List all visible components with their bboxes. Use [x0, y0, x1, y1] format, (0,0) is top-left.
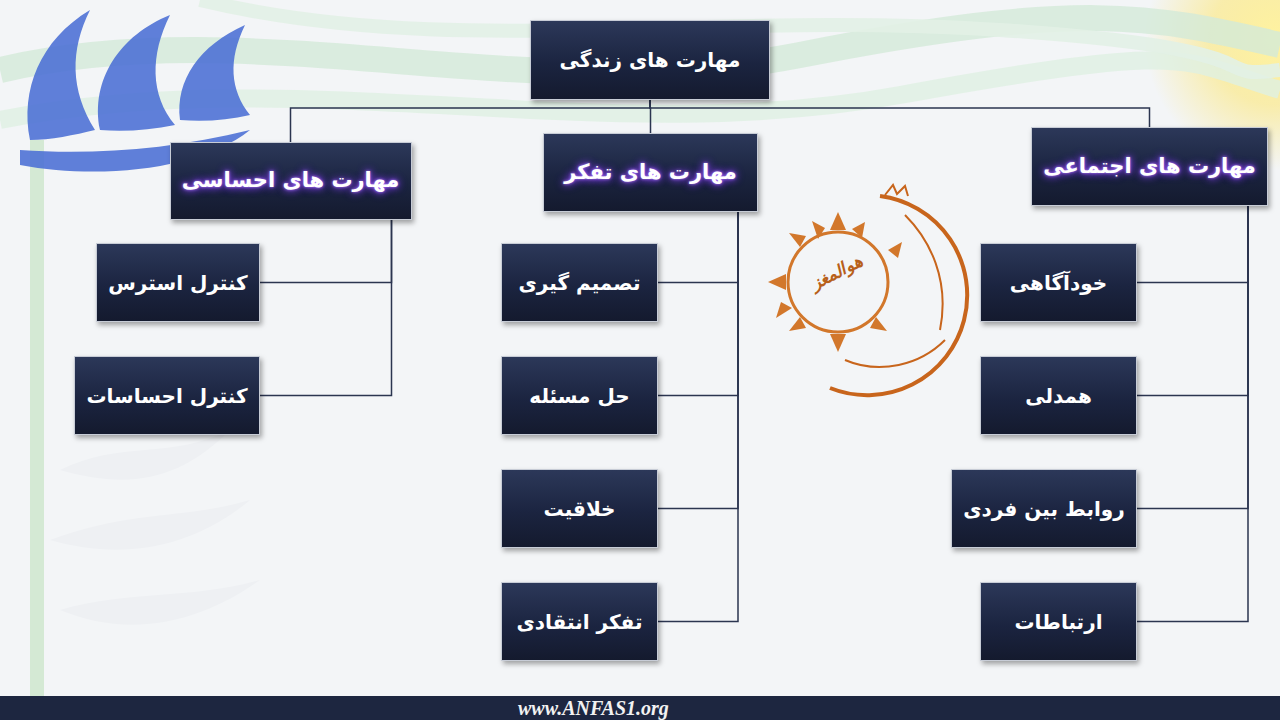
box-label: خلاقیت — [543, 497, 615, 521]
category-box: مهارت های تفکر — [543, 133, 758, 212]
feather — [50, 500, 250, 550]
footer-url: www.ANFAS1.org — [518, 696, 669, 720]
box-label: روابط بین فردی — [963, 497, 1124, 521]
connector — [658, 212, 738, 396]
box-label: مهارت های زندگی — [560, 48, 741, 72]
box-label: ارتباطات — [1015, 610, 1103, 634]
skill-box: حل مسئله — [501, 356, 658, 435]
box-label: مهارت های اجتماعی — [1043, 154, 1256, 179]
connector — [1137, 206, 1248, 622]
connector — [658, 212, 738, 509]
skill-box: خودآگاهی — [980, 243, 1137, 322]
logo — [768, 185, 967, 395]
category-box: مهارت های اجتماعی — [1031, 127, 1268, 206]
box-label: مهارت های احساسی — [182, 168, 400, 193]
logo-text: هوالمغز — [808, 250, 866, 293]
connector — [1137, 206, 1248, 396]
skill-box: روابط بین فردی — [951, 469, 1137, 548]
skill-box: تصمیم گیری — [501, 243, 658, 322]
skill-box: کنترل احساسات — [74, 356, 260, 435]
connector — [658, 212, 738, 283]
footer-bar — [0, 696, 1280, 720]
side-bar — [30, 140, 44, 696]
connector — [1137, 206, 1248, 509]
skill-box: کنترل استرس — [96, 243, 260, 322]
box-label: مهارت های تفکر — [564, 160, 737, 185]
category-box: مهارت های احساسی — [170, 142, 412, 220]
skill-box: تفکر انتقادی — [501, 582, 658, 661]
box-label: کنترل استرس — [108, 271, 247, 295]
connector — [658, 212, 738, 622]
box-label: کنترل احساسات — [86, 384, 247, 408]
feather — [60, 430, 230, 480]
connector — [260, 220, 392, 396]
box-label: تصمیم گیری — [518, 271, 640, 295]
connector — [260, 220, 392, 283]
skill-box: ارتباطات — [980, 582, 1137, 661]
box-label: همدلی — [1025, 384, 1092, 408]
root-box: مهارت های زندگی — [530, 20, 770, 100]
box-label: حل مسئله — [529, 384, 629, 408]
connector — [650, 100, 1150, 127]
box-label: خودآگاهی — [1010, 271, 1107, 295]
skill-box: همدلی — [980, 356, 1137, 435]
skill-box: خلاقیت — [501, 469, 658, 548]
feather — [60, 580, 260, 625]
connector — [1137, 206, 1248, 283]
box-label: تفکر انتقادی — [517, 610, 643, 634]
